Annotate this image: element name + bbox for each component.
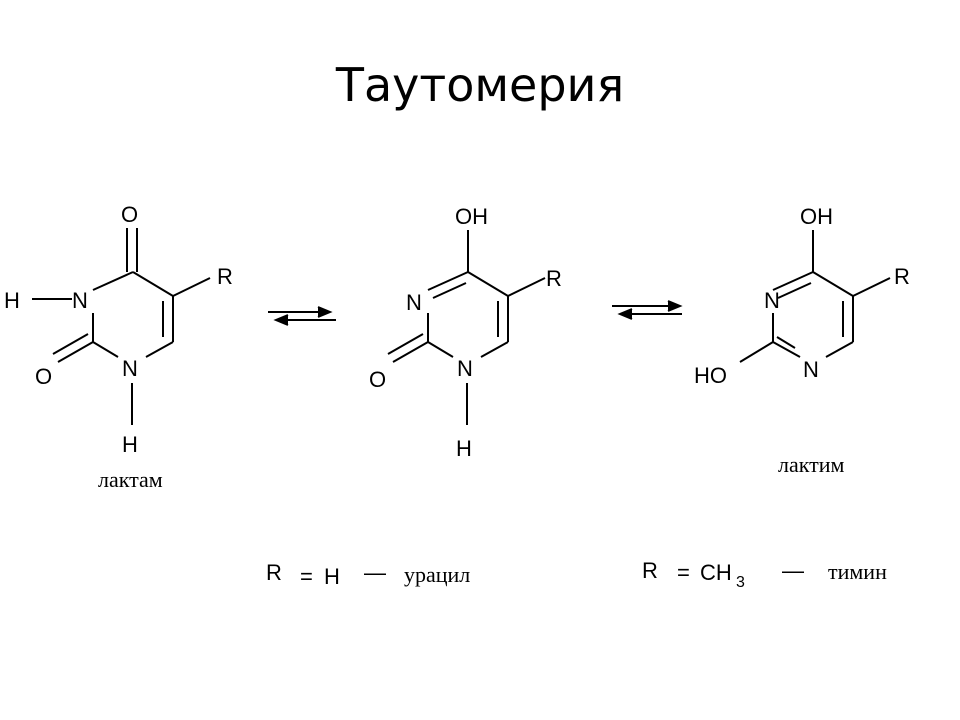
legend-uracil-dash: — bbox=[364, 560, 386, 585]
lactam-h1-label: H bbox=[122, 432, 138, 457]
slide-title: Таутомерия bbox=[335, 58, 625, 112]
lactim-n3-label: N bbox=[764, 288, 780, 313]
intermediate-n3-label: N bbox=[406, 290, 422, 315]
intermediate-h1-label: H bbox=[456, 436, 472, 461]
intermediate-n1-label: N bbox=[457, 356, 473, 381]
lactim-oh4-label: OH bbox=[800, 204, 833, 229]
lactam-o2-label: O bbox=[35, 364, 52, 389]
legend-thymine-r: R bbox=[642, 558, 658, 583]
intermediate-oh-label: OH bbox=[455, 204, 488, 229]
legend-thymine-name: тимин bbox=[828, 559, 887, 584]
legend-thymine-value: CH bbox=[700, 560, 732, 585]
lactam-o4-label: O bbox=[121, 202, 138, 227]
legend-thymine: R = CH 3 — тимин bbox=[642, 558, 887, 591]
legend-uracil-r: R bbox=[266, 560, 282, 585]
lactam-structure: O R N H N O H bbox=[4, 202, 233, 457]
lactam-h3-label: H bbox=[4, 288, 20, 313]
legend-uracil-value: H bbox=[324, 564, 340, 589]
lactim-ho2-label: HO bbox=[694, 363, 727, 388]
lactam-n3-label: N bbox=[72, 288, 88, 313]
intermediate-o2-label: O bbox=[369, 367, 386, 392]
lactim-n1-label: N bbox=[803, 357, 819, 382]
legend-thymine-subscript: 3 bbox=[736, 574, 745, 591]
equilibrium-arrows-1 bbox=[268, 306, 336, 326]
legend-thymine-dash: — bbox=[782, 558, 804, 583]
lactam-label: лактам bbox=[98, 467, 163, 492]
legend-uracil-name: урацил bbox=[404, 562, 470, 587]
lactam-n1-label: N bbox=[122, 356, 138, 381]
lactim-structure: OH R N N HO bbox=[694, 204, 910, 388]
legend-uracil: R = H — урацил bbox=[266, 560, 470, 589]
legend-thymine-eq: = bbox=[677, 560, 690, 585]
intermediate-r-label: R bbox=[546, 266, 562, 291]
legend-uracil-eq: = bbox=[300, 564, 313, 589]
lactim-label: лактим bbox=[778, 452, 845, 477]
intermediate-structure: OH R N N O H bbox=[369, 204, 562, 461]
equilibrium-arrows-2 bbox=[612, 300, 683, 320]
lactam-r-label: R bbox=[217, 264, 233, 289]
lactim-r-label: R bbox=[894, 264, 910, 289]
